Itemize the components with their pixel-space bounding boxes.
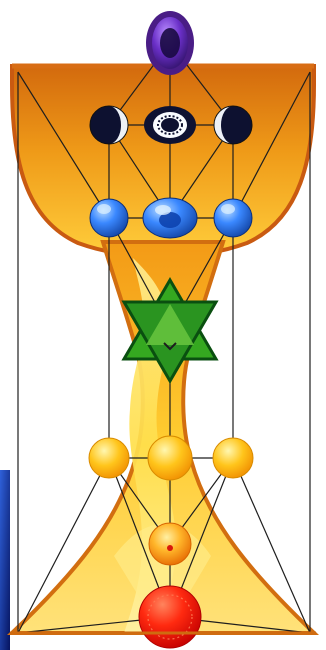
right-blue-orb [214,199,252,237]
blue-side-panel [0,470,10,650]
crown-orb [146,11,194,75]
center-gold-orb [148,436,192,480]
center-blue-orb [143,198,197,238]
red-base-orb [139,586,201,648]
top-right-orb [214,106,252,144]
right-gold-orb [213,438,253,478]
top-left-orb [90,106,128,144]
center-orb [144,106,196,144]
left-blue-orb [90,199,128,237]
left-gold-orb [89,438,129,478]
orange-orb [149,523,191,565]
